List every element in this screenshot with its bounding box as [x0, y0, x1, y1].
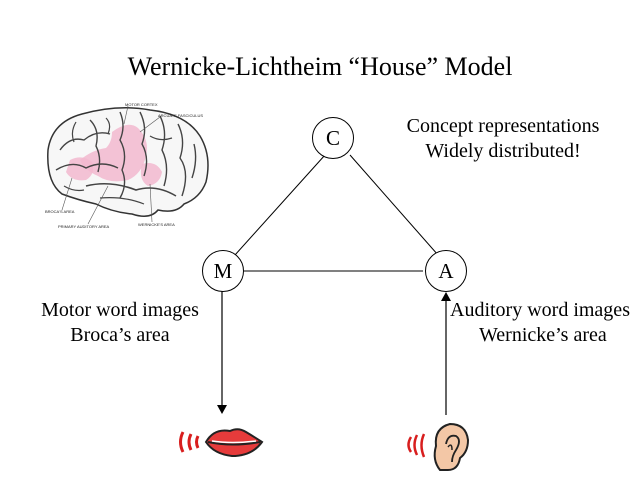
- ear-icon: [407, 422, 470, 471]
- concept-description: Concept representations Widely distribut…: [388, 114, 618, 164]
- mouth-icon: [179, 428, 264, 458]
- auditory-description: Auditory word images Wernicke’s area: [450, 298, 640, 348]
- label-motor-cortex: MOTOR CORTEX: [125, 102, 158, 107]
- auditory-line-2: Wernicke’s area: [479, 324, 607, 346]
- label-primary-auditory-area: PRIMARY AUDITORY AREA: [58, 224, 110, 229]
- label-brocas-area: BROCA'S AREA: [45, 209, 75, 214]
- brain-illustration: [47, 105, 209, 225]
- concept-line-1: Concept representations: [406, 115, 600, 137]
- diagram-title: Wernicke-Lichtheim “House” Model: [127, 52, 513, 81]
- node-motor: M: [202, 250, 244, 292]
- edge-c-a: [349, 154, 439, 256]
- motor-line-2: Broca’s area: [70, 324, 170, 346]
- motor-line-1: Motor word images: [41, 299, 199, 321]
- auditory-arrowhead: [441, 292, 451, 301]
- concept-line-2: Widely distributed!: [425, 140, 581, 162]
- node-concept: C: [312, 117, 354, 159]
- edge-c-m: [234, 154, 326, 256]
- label-wernickes-area: WERNICKE'S AREA: [138, 222, 175, 227]
- motor-arrowhead: [217, 405, 227, 414]
- label-arcuate-fasciculus: ARCUATE FASCICULUS: [158, 113, 204, 118]
- motor-description: Motor word images Broca’s area: [20, 298, 220, 348]
- auditory-line-1: Auditory word images: [450, 299, 630, 321]
- node-auditory: A: [425, 250, 467, 292]
